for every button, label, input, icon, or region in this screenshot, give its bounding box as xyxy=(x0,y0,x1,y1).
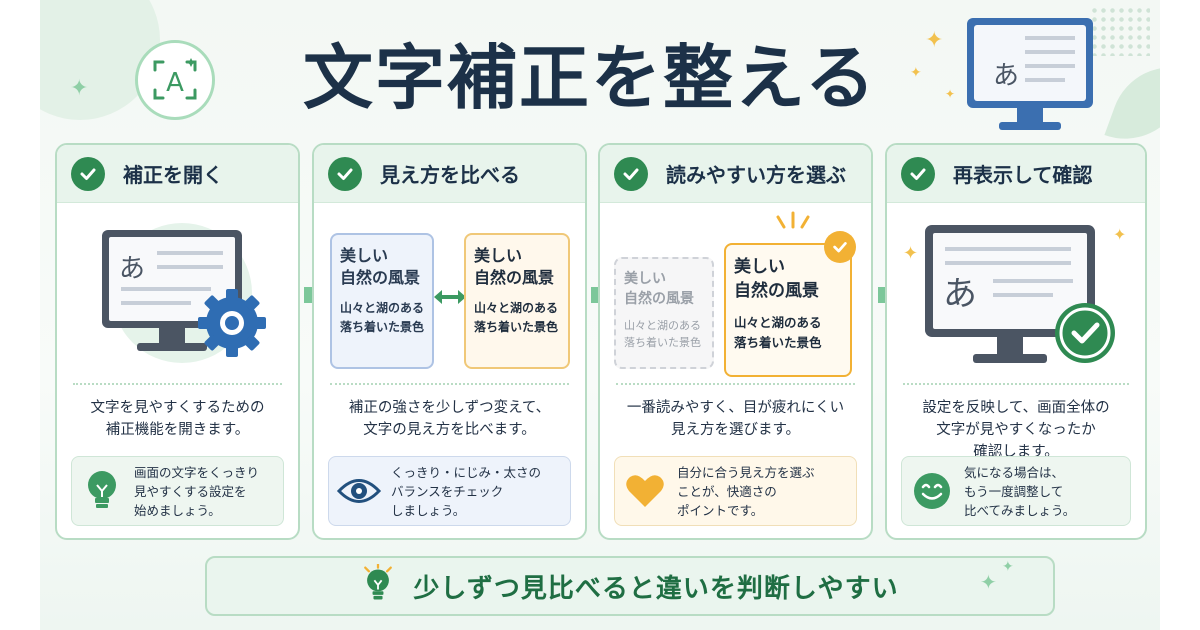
lightbulb-icon xyxy=(80,469,124,513)
sparkle-icon: ✦ xyxy=(925,28,944,53)
sample-title: 美しい 自然の風景 xyxy=(340,246,421,287)
divider xyxy=(330,383,569,385)
logo-letter: A xyxy=(166,68,184,98)
banner-text: 少しずつ見比べると違いを判断しやすい xyxy=(413,573,899,604)
step-title: 再表示して確認 xyxy=(953,163,1093,187)
step-title: 補正を開く xyxy=(123,163,223,187)
smile-icon xyxy=(910,469,954,513)
sparkle-icon: ✦ xyxy=(1113,225,1127,244)
tip-box: くっきり・にじみ・太さの バランスをチェック しましょう。 xyxy=(328,456,571,526)
leaf-decor-icon xyxy=(1104,50,1160,156)
sparkle-icon: ✦ xyxy=(945,87,956,101)
ai-text-icon: A xyxy=(135,40,215,120)
sparkle-icon: ✦ xyxy=(980,570,997,594)
page-title: 文字補正を整える xyxy=(303,37,877,119)
gear-icon xyxy=(198,289,266,357)
monitor-char: あ xyxy=(993,61,1019,91)
sample-text-selected: 美しい 自然の風景 山々と湖のある 落ち着いた景色 xyxy=(724,243,852,377)
step-title: 見え方を比べる xyxy=(380,163,520,187)
step-title: 読みやすい方を選ぶ xyxy=(666,163,846,187)
sample-text-after: 美しい 自然の風景 山々と湖のある 落ち着いた景色 xyxy=(464,233,570,369)
step-card-choose: 読みやすい方を選ぶ 美しい 自然の風景 山々と湖のある 落ち着いた景色 美しい … xyxy=(598,143,873,540)
step-illustration: 美しい 自然の風景 山々と湖のある 落ち着いた景色 美しい 自然の風景 山々と湖… xyxy=(600,203,871,383)
sample-body: 山々と湖のある 落ち着いた景色 xyxy=(340,301,425,334)
sample-title: 美しい 自然の風景 xyxy=(734,257,819,301)
step-description: 文字を見やすくするための 補正機能を開きます。 xyxy=(90,400,265,438)
tip-text: 画面の文字をくっきり 見やすくする設定を 始めましょう。 xyxy=(134,464,260,518)
sparkle-icon: ✦ xyxy=(910,65,922,81)
decor-dots xyxy=(1090,6,1150,56)
check-icon xyxy=(328,156,362,191)
sample-text-before: 美しい 自然の風景 山々と湖のある 落ち着いた景色 xyxy=(330,233,434,369)
step-illustration: 美しい 自然の風景 山々と湖のある 落ち着いた景色 美しい 自然の風景 山々と湖… xyxy=(314,203,585,383)
sparkle-icon: ✦ xyxy=(1002,559,1014,575)
tip-text: 気になる場合は、 もう一度調整して 比べてみましょう。 xyxy=(964,464,1076,518)
lightbulb-icon xyxy=(361,562,395,608)
monitor-char: あ xyxy=(119,254,145,284)
sample-title: 美しい 自然の風景 xyxy=(474,246,555,287)
monitor-icon: あ xyxy=(967,18,1093,130)
check-icon xyxy=(901,156,935,191)
tip-box: 画面の文字をくっきり 見やすくする設定を 始めましょう。 xyxy=(71,456,284,526)
check-icon xyxy=(71,156,105,191)
divider xyxy=(903,383,1129,385)
monitor-icon: あ xyxy=(925,225,1115,363)
sample-body: 山々と湖のある 落ち着いた景色 xyxy=(734,315,822,350)
monitor-char: あ xyxy=(943,274,977,314)
step-card-confirm: 再表示して確認 ✦ ✦ あ 設定を反映 xyxy=(885,143,1147,540)
sample-text-rejected: 美しい 自然の風景 山々と湖のある 落ち着いた景色 xyxy=(614,257,714,369)
tip-text: くっきり・にじみ・太さの バランスをチェック しましょう。 xyxy=(391,464,542,518)
sample-body: 山々と湖のある 落ち着いた景色 xyxy=(624,319,701,349)
eye-icon xyxy=(337,469,381,513)
step-card-open: 補正を開く あ xyxy=(55,143,300,540)
monitor-icon: あ xyxy=(102,230,266,357)
tip-text: 自分に合う見え方を選ぶ ことが、快適さの ポイントです。 xyxy=(677,464,815,518)
tip-box: 自分に合う見え方を選ぶ ことが、快適さの ポイントです。 xyxy=(614,456,857,526)
check-icon xyxy=(1055,303,1115,363)
step-illustration: あ xyxy=(57,203,298,383)
highlight-rays xyxy=(768,211,818,235)
step-description: 設定を反映して、画面全体の 文字が見やすくなったか 確認します。 xyxy=(922,400,1110,460)
card-header: 補正を開く xyxy=(57,145,298,203)
double-arrow-icon xyxy=(434,290,466,304)
step-description: 一番読みやすく、目が疲れにくい 見え方を選びます。 xyxy=(626,400,845,438)
card-header: 見え方を比べる xyxy=(314,145,585,203)
divider xyxy=(616,383,855,385)
sparkle-icon: ✦ xyxy=(70,76,89,101)
step-card-compare: 見え方を比べる 美しい 自然の風景 山々と湖のある 落ち着いた景色 美しい 自然… xyxy=(312,143,587,540)
card-header: 再表示して確認 xyxy=(887,145,1145,203)
check-icon xyxy=(614,156,648,191)
summary-banner: 少しずつ見比べると違いを判断しやすい xyxy=(205,556,1055,616)
heart-icon xyxy=(623,469,667,513)
step-illustration: ✦ ✦ あ xyxy=(887,203,1145,383)
infographic-frame: ✦ ✦ ✦ ✦ A 文字補正を整える あ 補正を開く xyxy=(40,0,1160,630)
tip-box: 気になる場合は、 もう一度調整して 比べてみましょう。 xyxy=(901,456,1131,526)
sample-body: 山々と湖のある 落ち着いた景色 xyxy=(474,301,559,334)
step-description: 補正の強さを少しずつ変えて、 文字の見え方を比べます。 xyxy=(348,400,551,438)
card-header: 読みやすい方を選ぶ xyxy=(600,145,871,203)
divider xyxy=(73,383,282,385)
selected-check-icon xyxy=(824,231,856,263)
sparkle-icon: ✦ xyxy=(903,243,919,264)
sample-title: 美しい 自然の風景 xyxy=(624,271,694,307)
